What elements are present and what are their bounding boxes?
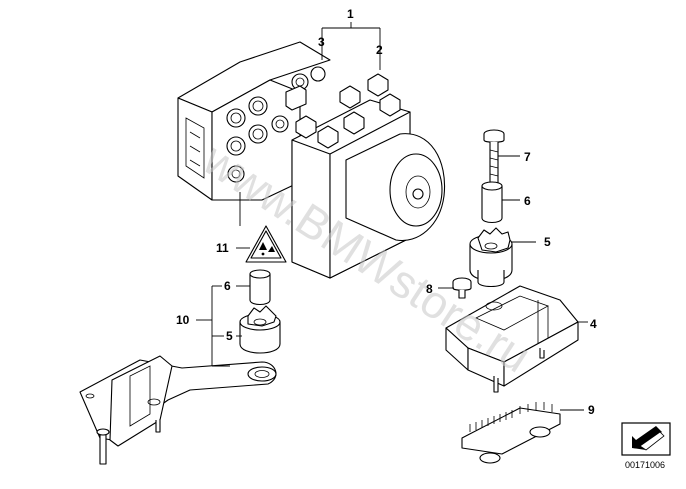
callout-11: 11 xyxy=(216,241,229,255)
callout-9: 9 xyxy=(588,403,595,417)
callout-1: 1 xyxy=(347,7,354,21)
part-5-rubber-mount-lower xyxy=(239,305,281,354)
callout-3: 3 xyxy=(318,35,325,49)
callout-6-lower: 6 xyxy=(224,279,231,293)
part-5-rubber-mount-upper xyxy=(469,227,513,288)
part-9-rubber-pad xyxy=(461,402,561,464)
document-id: 00171006 xyxy=(625,460,665,470)
callout-labels: 1 2 3 4 5 5 6 6 7 8 9 10 11 xyxy=(176,7,597,417)
pump-motor xyxy=(345,133,446,242)
warning-triangle-icon xyxy=(259,242,275,256)
callout-2: 2 xyxy=(376,43,383,57)
callout-4: 4 xyxy=(590,317,597,331)
callout-10: 10 xyxy=(176,313,190,327)
hydraulic-unit xyxy=(177,41,446,279)
callout-5-upper: 5 xyxy=(544,235,551,249)
callout-8: 8 xyxy=(426,282,433,296)
part-11-warning-label xyxy=(245,225,287,263)
part-10-bracket-assembly xyxy=(79,355,277,465)
hex-fittings xyxy=(295,73,401,149)
callout-7: 7 xyxy=(524,150,531,164)
callout-6-upper: 6 xyxy=(524,194,531,208)
leader-lines xyxy=(196,22,588,411)
nav-arrow-box[interactable] xyxy=(621,422,671,456)
part-6-sleeve-lower xyxy=(249,269,271,306)
arrow-down-left-icon xyxy=(632,426,665,451)
callout-5-lower: 5 xyxy=(226,329,233,343)
part-6-sleeve-upper xyxy=(481,181,503,224)
part-4-bracket xyxy=(445,285,579,393)
part-7-bolt xyxy=(483,129,505,185)
